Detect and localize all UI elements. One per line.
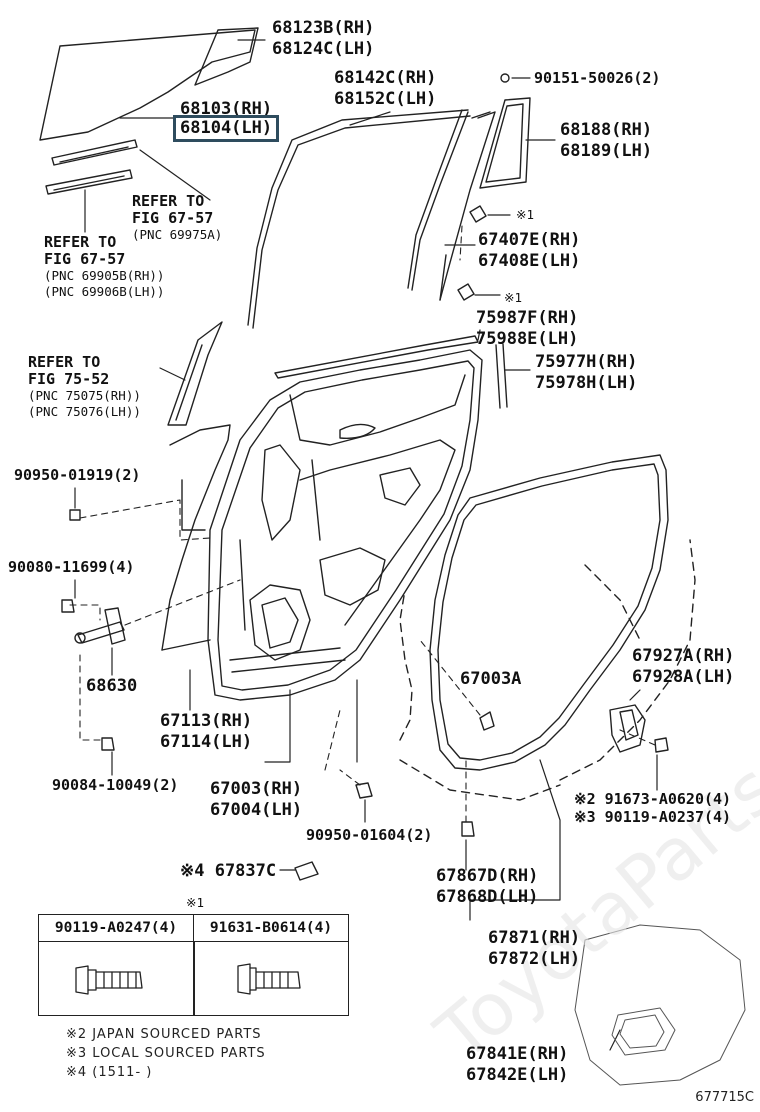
refer-fig-67-57-b: REFER TO FIG 67-57 (PNC 69905B(RH)) (PNC… (44, 234, 164, 300)
label-90950-01919: 90950-01919(2) (14, 466, 141, 484)
label-67003-rh: 67003(RH) (210, 779, 303, 799)
label-91673-a0620: ※2 91673-A0620(4) (574, 790, 732, 808)
label-68189-lh: 68189(LH) (560, 141, 653, 161)
mark-1-lower: ※1 (504, 290, 522, 305)
mark-1-table: ※1 (186, 895, 204, 910)
label-67871-rh: 67871(RH) (488, 928, 581, 948)
table-col-2-header: 91631-B0614(4) (194, 915, 348, 942)
note-1511: ※4 (1511- ) (66, 1065, 153, 1080)
label-67841e-rh: 67841E(RH) (466, 1044, 569, 1064)
figure-id: 677715C (695, 1090, 754, 1105)
label-68123b-rh: 68123B(RH) (272, 18, 375, 38)
door-inset (574, 924, 746, 1086)
refer-line2: FIG 75-52 (28, 370, 110, 388)
label-68142c-rh: 68142C(RH) (334, 68, 437, 88)
refer-line1: REFER TO (28, 353, 101, 371)
outer-strip (495, 343, 508, 409)
label-68630: 68630 (86, 676, 138, 696)
fasteners (61, 73, 669, 881)
label-68188-rh: 68188(RH) (560, 120, 653, 140)
label-67867d-rh: 67867D(RH) (436, 866, 539, 886)
refer-pnc-rh: (PNC 75075(RH)) (28, 388, 141, 403)
label-67004-lh: 67004(LH) (210, 800, 303, 820)
label-67842e-lh: 67842E(LH) (466, 1065, 569, 1085)
hinge (609, 704, 646, 753)
table-bolt-left (75, 965, 143, 995)
refer-line1: REFER TO (44, 233, 117, 251)
label-67407e-rh: 67407E(RH) (478, 230, 581, 250)
label-67113-rh: 67113(RH) (160, 711, 253, 731)
label-75978h-lh: 75978H(LH) (535, 373, 638, 393)
refer-pnc-lh: (PNC 69906B(LH)) (44, 284, 165, 299)
dashed-door-outline (399, 539, 696, 801)
refer-fig-67-57-a: REFER TO FIG 67-57 (PNC 69975A) (132, 193, 222, 243)
label-90080-11699: 90080-11699(4) (8, 558, 135, 576)
refer-line1: REFER TO (132, 192, 205, 210)
fastener-table: 90119-A0247(4) 91631-B0614(4) (38, 914, 349, 1016)
label-75977h-rh: 75977H(RH) (535, 352, 638, 372)
leader-lines (74, 39, 658, 1051)
note-japan-sourced: ※2 JAPAN SOURCED PARTS (66, 1027, 262, 1042)
run-channel (247, 109, 471, 329)
label-90119-a0237: ※3 90119-A0237(4) (574, 808, 732, 826)
label-68124c-lh: 68124C(LH) (272, 39, 375, 59)
refer-pnc-rh: (PNC 69905B(RH)) (44, 268, 165, 283)
label-67003a: 67003A (460, 669, 522, 689)
label-67928a-lh: 67928A(LH) (632, 667, 735, 687)
label-75987f-rh: 75987F(RH) (476, 308, 579, 328)
label-75988e-lh: 75988E(LH) (476, 329, 579, 349)
dashed-leaders (69, 225, 656, 823)
label-67408e-lh: 67408E(LH) (478, 251, 581, 271)
refer-fig-75-52: REFER TO FIG 75-52 (PNC 75075(RH)) (PNC … (28, 354, 141, 420)
label-68152c-lh: 68152C(LH) (334, 89, 437, 109)
door-inner-frame (207, 349, 483, 701)
division-bar (439, 111, 496, 301)
mark-1-upper: ※1 (516, 207, 534, 222)
refer-pnc: (PNC 69975A) (132, 227, 223, 242)
table-bolt-right (237, 963, 301, 995)
table-col-1-header: 90119-A0247(4) (39, 915, 194, 942)
note-local-sourced: ※3 LOCAL SOURCED PARTS (66, 1046, 266, 1061)
label-90950-01604: 90950-01604(2) (306, 826, 433, 844)
door-check (74, 607, 126, 645)
refer-pnc-lh: (PNC 75076(LH)) (28, 404, 141, 419)
channel-strips (45, 139, 138, 195)
pillar-garnish (167, 321, 223, 426)
door-outer-panel (161, 424, 231, 651)
door-glass (39, 27, 259, 141)
label-90084-10049: 90084-10049(2) (52, 776, 179, 794)
label-68103-rh: 68103(RH) (180, 99, 273, 119)
label-90151-50026: 90151-50026(2) (534, 69, 661, 87)
label-67868d-lh: 67868D(LH) (436, 887, 539, 907)
quarter-window (479, 97, 531, 189)
label-67837c: ※4 67837C (180, 861, 277, 881)
label-67114-lh: 67114(LH) (160, 732, 253, 752)
refer-line2: FIG 67-57 (44, 250, 126, 268)
belt-moulding (274, 335, 479, 379)
door-weatherstrip (429, 454, 669, 771)
label-67872-lh: 67872(LH) (488, 949, 581, 969)
label-68104-lh-highlighted[interactable]: 68104(LH) (172, 115, 280, 142)
table-divider (193, 941, 195, 1015)
refer-line2: FIG 67-57 (132, 209, 214, 227)
label-67927a-rh: 67927A(RH) (632, 646, 735, 666)
